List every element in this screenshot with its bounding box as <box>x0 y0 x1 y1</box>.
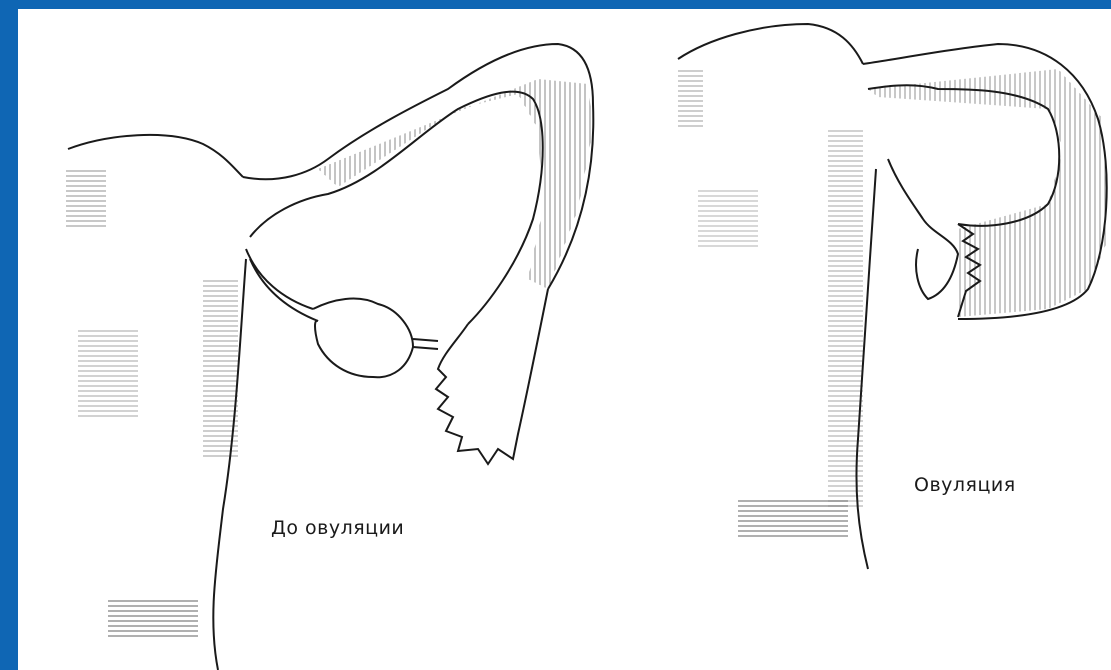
uterus-shading-mid <box>78 329 138 419</box>
fimbriae-left <box>436 289 548 464</box>
uterus2-shading-wall <box>828 129 863 509</box>
uterus2-shading-mid <box>698 189 758 249</box>
uterus-shading-wall <box>203 279 238 459</box>
ovary-right <box>888 159 958 299</box>
label-ovulation: Овуляция <box>914 474 1016 496</box>
uterus-shading-left <box>66 169 106 229</box>
illustration-panel: До овуляции Овуляция <box>18 9 1111 670</box>
anatomy-drawing <box>18 9 1111 670</box>
ovary-left <box>313 299 413 378</box>
uterus2-shading-bottom <box>738 499 848 539</box>
label-before-ovulation: До овуляции <box>271 517 404 539</box>
uterus-shading-bottom <box>108 599 198 639</box>
before-ovulation-figure <box>66 44 593 670</box>
ovulation-figure <box>678 24 1108 569</box>
uterus2-shading-top <box>678 69 703 129</box>
